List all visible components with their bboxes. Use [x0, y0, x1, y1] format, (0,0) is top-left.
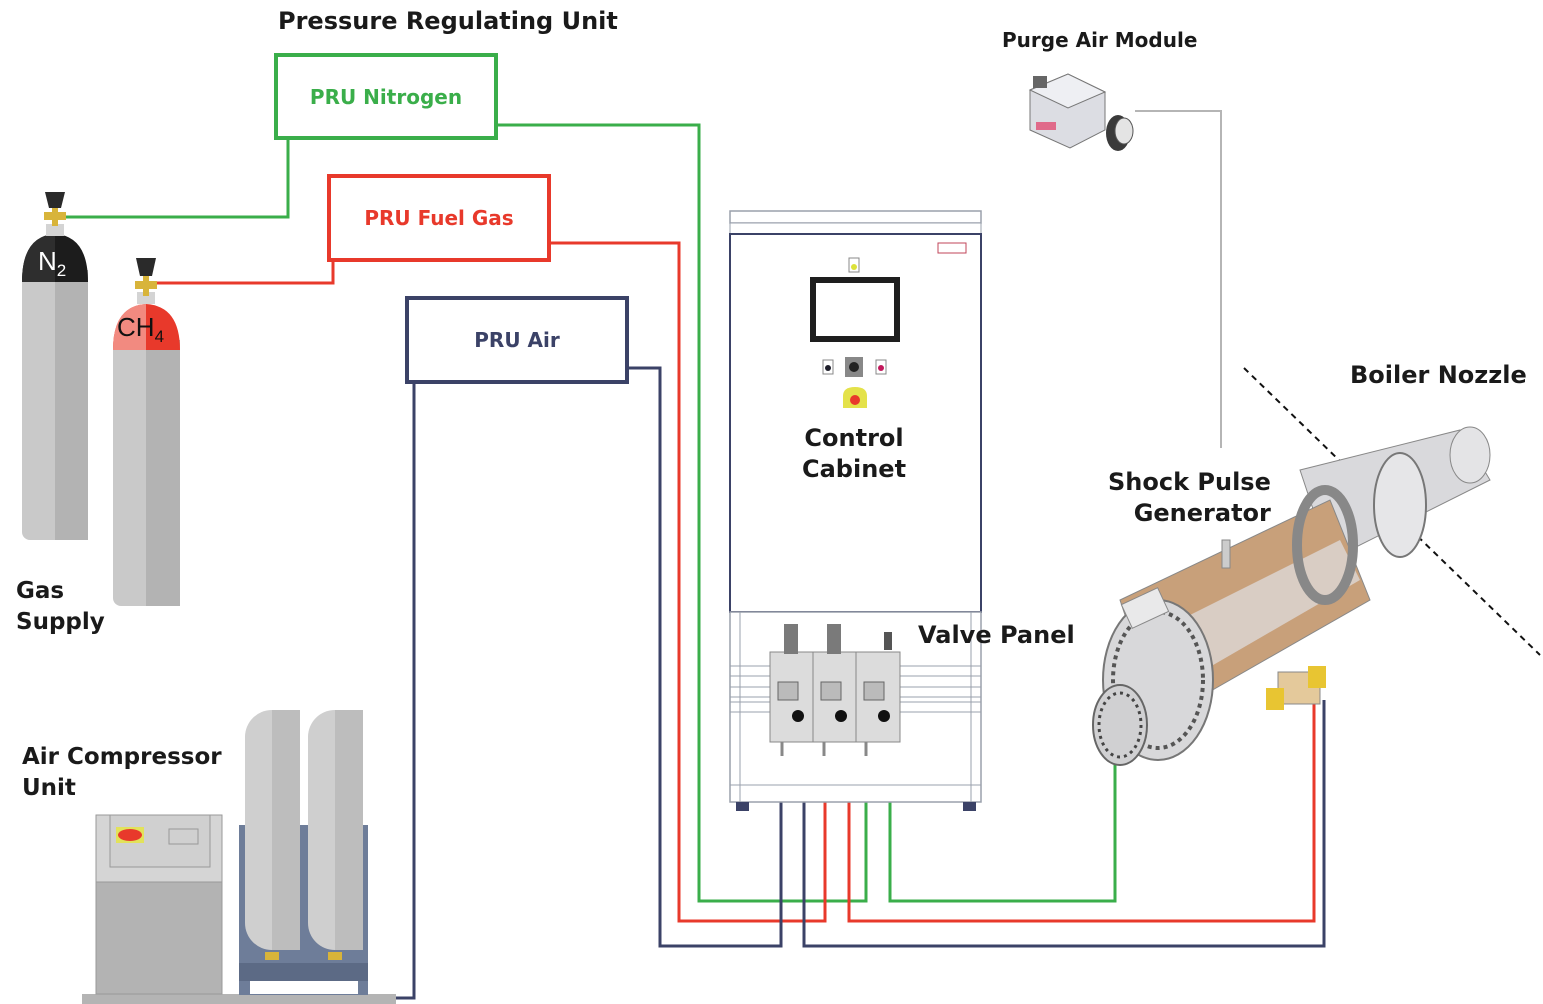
methane-cylinder: [113, 258, 180, 606]
air-line: [396, 366, 1326, 1000]
pru-fuel-gas-label: PRU Fuel Gas: [364, 206, 514, 230]
nitrogen-line: [62, 123, 1117, 903]
purge-air-module: [1028, 73, 1134, 151]
methane-formula: CH4: [117, 312, 165, 347]
nitrogen-formula: N2: [38, 246, 67, 281]
shock-pulse-generator: [1092, 426, 1491, 766]
valve-panel-label: Valve Panel: [918, 621, 1075, 649]
nitrogen-cylinder: [22, 192, 88, 540]
pru-air-box: PRU Air: [405, 296, 629, 384]
pru-nitrogen-label: PRU Nitrogen: [309, 84, 463, 109]
purge-air-line: [1135, 110, 1222, 448]
boiler-nozzle-label: Boiler Nozzle: [1350, 361, 1527, 389]
boiler-nozzle-boundary: [1243, 367, 1541, 656]
pru-air-label: PRU Air: [474, 328, 560, 352]
air-compressor-unit: [82, 710, 396, 1004]
pressure-regulating-unit-title: Pressure Regulating Unit: [278, 7, 618, 35]
pru-nitrogen-box: PRU Nitrogen: [274, 53, 498, 140]
pru-fuel-gas-box: PRU Fuel Gas: [327, 174, 551, 262]
valve-panel: [769, 624, 901, 756]
purge-air-module-label: Purge Air Module: [1002, 28, 1198, 52]
